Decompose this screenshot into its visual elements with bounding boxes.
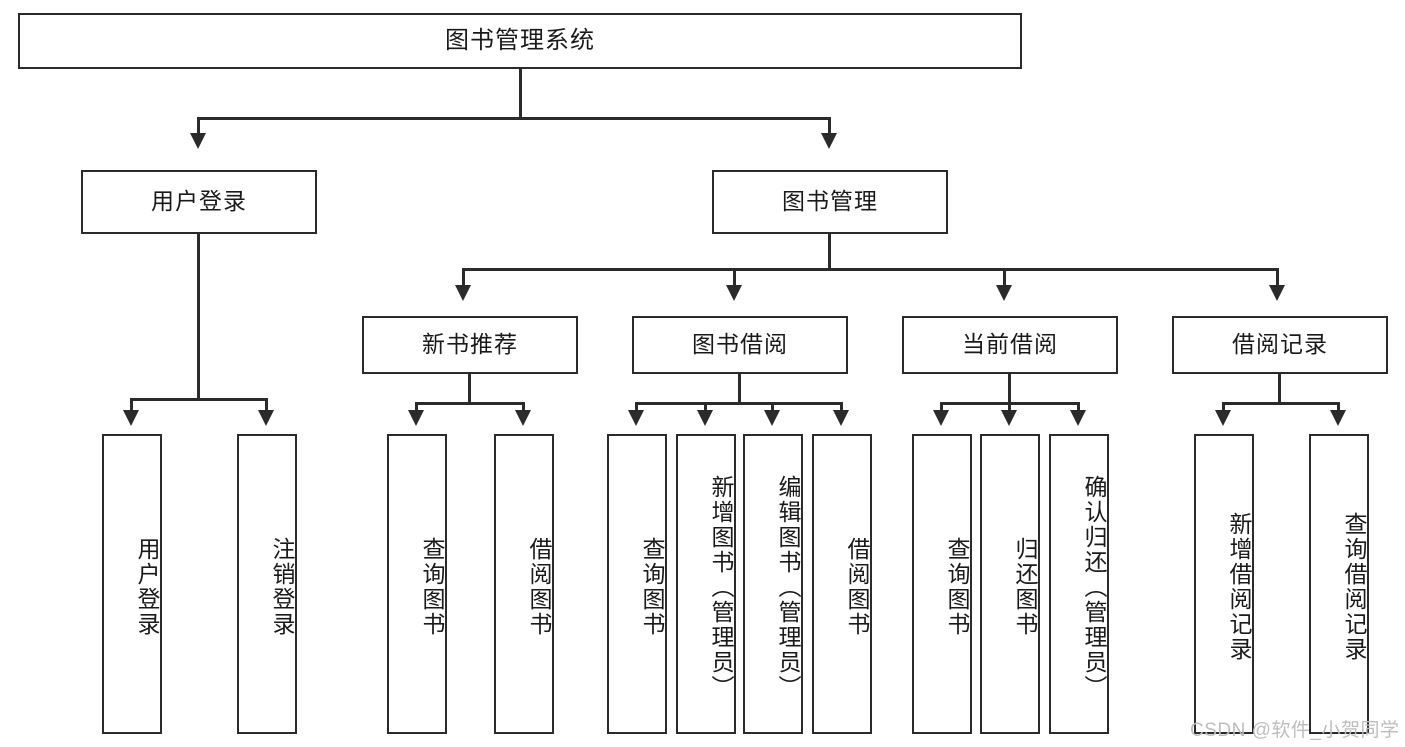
connector-user-login-drop-1 bbox=[130, 398, 133, 412]
connector-new-book-drop-1 bbox=[415, 402, 418, 412]
connector-book-manage-drop-3 bbox=[1003, 268, 1006, 286]
connector-user-login-stem bbox=[197, 234, 200, 401]
leaf-label: 新增图书（管理员） bbox=[708, 474, 734, 700]
connector-book-manage-drop-1 bbox=[462, 268, 465, 286]
connector-new-book-bus bbox=[415, 402, 525, 405]
connector-root-bus bbox=[197, 117, 831, 120]
leaf-borrow-edit-book[interactable]: 编辑图书（管理员） bbox=[743, 434, 803, 734]
node-current-borrow[interactable]: 当前借阅 bbox=[902, 316, 1118, 374]
leaf-borrow-query-book[interactable]: 查询图书 bbox=[607, 434, 667, 734]
leaf-label: 查询图书 bbox=[639, 537, 665, 637]
connector-current-borrow-stem bbox=[1008, 374, 1011, 404]
leaf-current-query-book[interactable]: 查询图书 bbox=[912, 434, 972, 734]
arrow-new-book-leaf-1 bbox=[408, 410, 424, 426]
node-root-system[interactable]: 图书管理系统 bbox=[18, 13, 1022, 69]
connector-book-manage-stem bbox=[828, 234, 831, 270]
leaf-new-book-query[interactable]: 查询图书 bbox=[387, 434, 447, 734]
connector-current-borrow-drop-2 bbox=[1008, 402, 1011, 412]
arrow-root-to-user-login bbox=[190, 133, 206, 149]
leaf-new-book-borrow[interactable]: 借阅图书 bbox=[494, 434, 554, 734]
connector-new-book-drop-2 bbox=[522, 402, 525, 412]
arrow-user-login-leaf-1 bbox=[123, 410, 139, 426]
leaf-label: 确认归还（管理员） bbox=[1081, 474, 1107, 700]
connector-current-borrow-drop-3 bbox=[1077, 402, 1080, 412]
arrow-current-borrow-leaf-2 bbox=[1001, 410, 1017, 426]
leaf-user-login-login[interactable]: 用户登录 bbox=[102, 434, 162, 734]
connector-user-login-bus bbox=[130, 398, 268, 401]
arrow-borrow-record-leaf-2 bbox=[1330, 410, 1346, 426]
leaf-label: 查询借阅记录 bbox=[1341, 512, 1367, 662]
connector-current-borrow-drop-1 bbox=[940, 402, 943, 412]
leaf-label: 用户登录 bbox=[134, 537, 160, 637]
leaf-borrow-add-book[interactable]: 新增图书（管理员） bbox=[676, 434, 736, 734]
connector-root-stem bbox=[519, 69, 522, 117]
connector-borrow-record-bus bbox=[1222, 402, 1340, 405]
node-book-manage[interactable]: 图书管理 bbox=[712, 170, 948, 234]
connector-root-to-book-manage bbox=[828, 117, 831, 135]
leaf-current-confirm-return[interactable]: 确认归还（管理员） bbox=[1049, 434, 1109, 734]
arrow-user-login-leaf-2 bbox=[258, 410, 274, 426]
connector-book-borrow-stem bbox=[738, 374, 741, 404]
leaf-label: 借阅图书 bbox=[526, 537, 552, 637]
arrow-book-manage-to-borrow-record bbox=[1269, 285, 1285, 301]
node-user-login[interactable]: 用户登录 bbox=[81, 170, 317, 234]
leaf-user-login-logout[interactable]: 注销登录 bbox=[237, 434, 297, 734]
connector-book-borrow-drop-2 bbox=[704, 402, 707, 412]
connector-borrow-record-stem bbox=[1278, 374, 1281, 404]
connector-book-borrow-drop-1 bbox=[635, 402, 638, 412]
arrow-root-to-book-manage bbox=[821, 133, 837, 149]
csdn-watermark: CSDN @软件_小贺同学 bbox=[1190, 720, 1400, 741]
connector-root-to-user-login bbox=[197, 117, 200, 135]
arrow-book-borrow-leaf-2 bbox=[697, 410, 713, 426]
connector-user-login-drop-2 bbox=[265, 398, 268, 412]
leaf-label: 归还图书 bbox=[1012, 537, 1038, 637]
arrow-book-manage-to-new-book bbox=[455, 285, 471, 301]
leaf-label: 查询图书 bbox=[944, 537, 970, 637]
arrow-book-borrow-leaf-3 bbox=[764, 410, 780, 426]
connector-book-borrow-bus bbox=[635, 402, 843, 405]
leaf-record-query-record[interactable]: 查询借阅记录 bbox=[1309, 434, 1369, 734]
leaf-label: 借阅图书 bbox=[844, 537, 870, 637]
connector-book-manage-drop-4 bbox=[1276, 268, 1279, 286]
node-borrow-record[interactable]: 借阅记录 bbox=[1172, 316, 1388, 374]
connector-book-manage-drop-2 bbox=[733, 268, 736, 286]
leaf-label: 新增借阅记录 bbox=[1226, 512, 1252, 662]
node-book-borrow[interactable]: 图书借阅 bbox=[632, 316, 848, 374]
arrow-book-borrow-leaf-4 bbox=[833, 410, 849, 426]
leaf-label: 编辑图书（管理员） bbox=[775, 474, 801, 700]
connector-borrow-record-drop-1 bbox=[1222, 402, 1225, 412]
connector-borrow-record-drop-2 bbox=[1337, 402, 1340, 412]
arrow-new-book-leaf-2 bbox=[515, 410, 531, 426]
arrow-book-manage-to-current-borrow bbox=[996, 285, 1012, 301]
leaf-record-add-record[interactable]: 新增借阅记录 bbox=[1194, 434, 1254, 734]
arrow-current-borrow-leaf-1 bbox=[933, 410, 949, 426]
leaf-current-return-book[interactable]: 归还图书 bbox=[980, 434, 1040, 734]
connector-new-book-stem bbox=[468, 374, 471, 404]
leaf-label: 查询图书 bbox=[419, 537, 445, 637]
connector-book-manage-bus bbox=[462, 268, 1279, 271]
connector-book-borrow-drop-3 bbox=[771, 402, 774, 412]
leaf-label: 注销登录 bbox=[269, 537, 295, 637]
connector-book-borrow-drop-4 bbox=[840, 402, 843, 412]
node-new-book-recommend[interactable]: 新书推荐 bbox=[362, 316, 578, 374]
arrow-book-manage-to-borrow-book bbox=[726, 285, 742, 301]
arrow-book-borrow-leaf-1 bbox=[628, 410, 644, 426]
leaf-borrow-borrow-book[interactable]: 借阅图书 bbox=[812, 434, 872, 734]
arrow-current-borrow-leaf-3 bbox=[1070, 410, 1086, 426]
arrow-borrow-record-leaf-1 bbox=[1215, 410, 1231, 426]
